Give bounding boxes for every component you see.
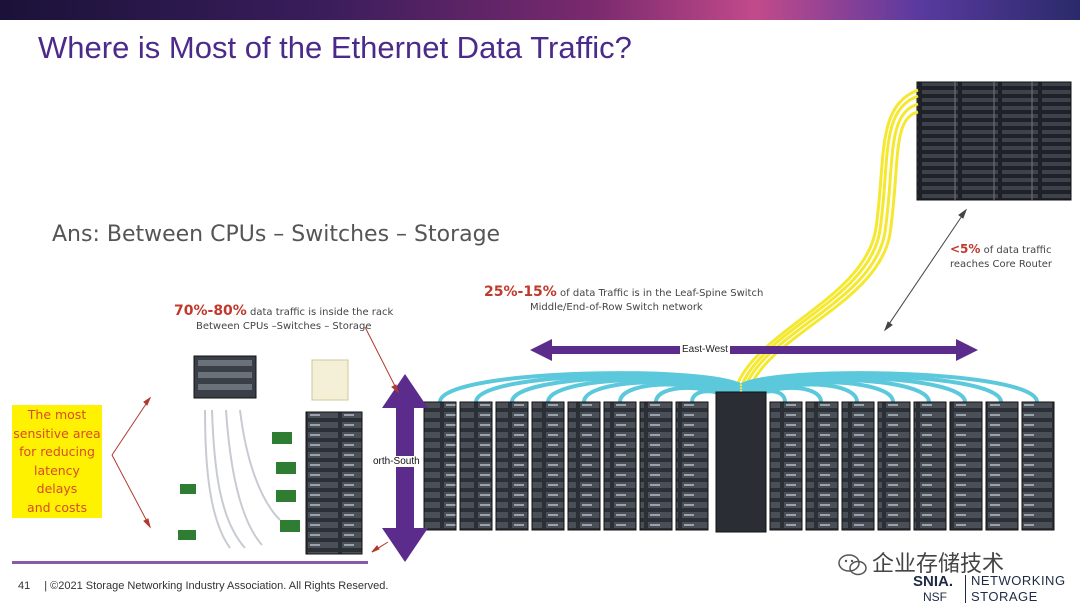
- core-router-racks: [916, 81, 1072, 201]
- rack-internals-image: [178, 355, 363, 555]
- snia-logo-top: SNIA.: [913, 573, 954, 590]
- snia-logo-bottom: NSF: [923, 590, 947, 604]
- callout-line: The most: [27, 407, 87, 422]
- footer: 41 | ©2021 Storage Networking Industry As…: [18, 580, 388, 592]
- rack-traffic-line2: Between CPUs –Switches – Storage: [196, 321, 372, 332]
- page-number: 41: [18, 580, 31, 592]
- east-west-arrow: [530, 339, 978, 361]
- footer-divider: [12, 561, 368, 564]
- leaf-spine-traffic-stat: 25%-15% of data Traffic is in the Leaf-S…: [484, 285, 763, 315]
- core-traffic-arrow: [883, 208, 968, 332]
- core-traffic-line2: reaches Core Router: [950, 259, 1053, 270]
- north-south-label: orth-South: [372, 456, 421, 467]
- server-rack-row: [423, 391, 1055, 533]
- copyright-text: | ©2021 Storage Networking Industry Asso…: [44, 580, 389, 592]
- rack-traffic-percent: 70%-80%: [174, 303, 247, 319]
- annotation-arrows: [111, 326, 399, 553]
- watermark: 企业存储技术: [838, 546, 1004, 578]
- logo-storage: STORAGE: [971, 589, 1038, 604]
- leaf-spine-traffic-percent: 25%-15%: [484, 284, 557, 300]
- callout-line: latency delays: [34, 462, 80, 497]
- watermark-text: 企业存储技术: [872, 552, 1005, 577]
- north-south-arrow: [382, 374, 428, 562]
- latency-callout: The most sensitive area for reducing lat…: [12, 405, 102, 518]
- logo-networking: NETWORKING: [971, 573, 1066, 588]
- leaf-spine-traffic-line1: of data Traffic is in the Leaf-Spine Swi…: [556, 288, 764, 299]
- logo-separator: [965, 575, 966, 603]
- callout-line: sensitive area: [13, 425, 101, 441]
- header-banner: [0, 0, 1080, 20]
- wechat-icon: [838, 554, 867, 576]
- snia-logo: SNIA. NSF NETWORKING STORAGE: [913, 572, 1073, 606]
- callout-line: for reducing: [19, 444, 95, 459]
- callout-line: and costs: [27, 499, 87, 515]
- core-traffic-stat: <5% of data traffic reaches Core Router: [950, 242, 1052, 272]
- answer-text: Ans: Between CPUs – Switches – Storage: [52, 222, 501, 247]
- rack-traffic-line1: data traffic is inside the rack: [246, 307, 394, 318]
- core-traffic-line1: of data traffic: [980, 245, 1052, 256]
- rack-traffic-stat: 70%-80% data traffic is inside the rack …: [174, 304, 393, 334]
- east-west-label: East-West: [680, 344, 730, 355]
- core-traffic-percent: <5%: [950, 242, 981, 256]
- slide-title: Where is Most of the Ethernet Data Traff…: [38, 30, 632, 65]
- leaf-spine-traffic-line2: Middle/End-of-Row Switch network: [530, 302, 703, 313]
